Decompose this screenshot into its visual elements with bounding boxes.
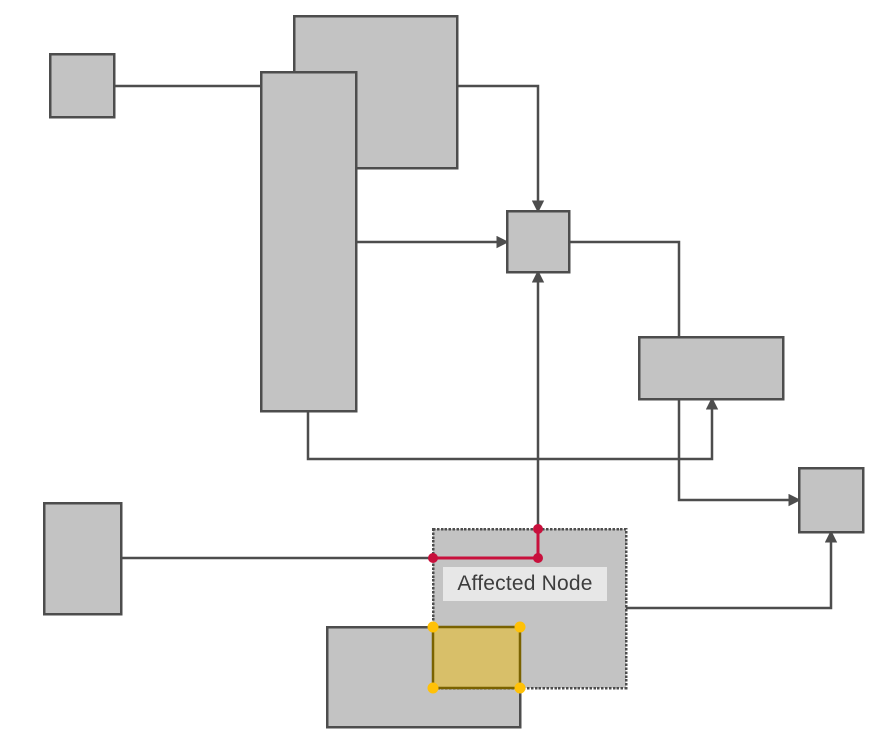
overlap-region (431, 625, 522, 690)
node-tall[interactable] (259, 70, 358, 413)
edge-tall-to-widebox[interactable] (306, 397, 719, 461)
node-center-small[interactable] (505, 209, 571, 274)
overlap-corner-handle[interactable] (427, 621, 439, 633)
overlap-corner-handle[interactable] (427, 682, 439, 694)
edge-handle-dot[interactable] (533, 524, 543, 534)
affected-node-label: Affected Node (443, 567, 607, 601)
node-top-left-small[interactable] (48, 52, 116, 119)
node-left-lower[interactable] (42, 501, 123, 616)
node-right-small[interactable] (797, 466, 865, 534)
edge-affected-to-rightsmall[interactable] (626, 530, 838, 610)
overlap-corner-handle[interactable] (514, 621, 526, 633)
edge-handle-dot[interactable] (533, 553, 543, 563)
node-mid-right-wide[interactable] (637, 335, 785, 401)
overlap-corner-handle[interactable] (514, 682, 526, 694)
edge-toplarge-to-center[interactable] (457, 84, 545, 213)
edge-handle-dot[interactable] (428, 553, 438, 563)
